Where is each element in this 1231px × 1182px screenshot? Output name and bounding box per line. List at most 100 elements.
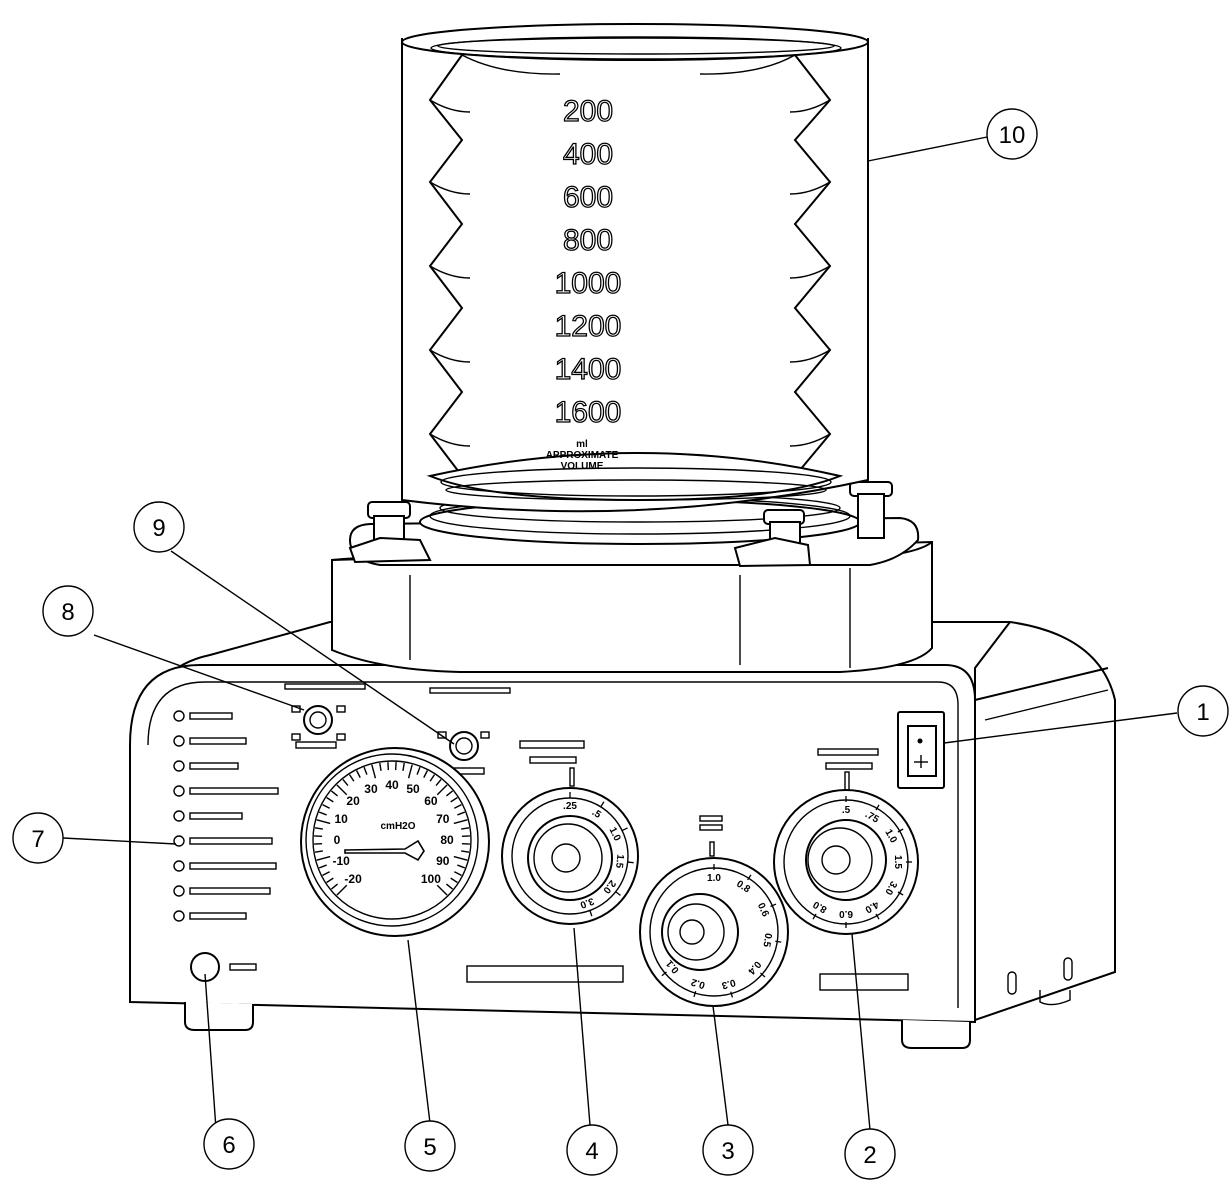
gauge-tick — [314, 827, 323, 830]
svg-text:10: 10 — [999, 122, 1026, 149]
volume-caption: VOLUME — [561, 461, 604, 472]
gauge-tick — [457, 811, 466, 816]
indicator-label-plate — [189, 737, 247, 745]
gauge-tick — [436, 784, 448, 796]
callout-9: 9 — [133, 501, 185, 553]
volume-caption: APPROXIMATE — [546, 450, 619, 461]
gauge-tick — [416, 766, 421, 775]
knob-2[interactable]: .5.751.01.53.04.06.08.0 — [773, 748, 919, 935]
power-inlet — [190, 952, 257, 982]
gauge-tick — [314, 850, 323, 853]
gauge-scale-label: 30 — [364, 782, 378, 796]
knob-scale-label: 3.0 — [578, 895, 595, 910]
bellows-housing — [401, 23, 869, 513]
gauge-tick — [454, 803, 462, 809]
gauge-scale-label: 100 — [421, 872, 441, 886]
indicator-label-plate — [189, 837, 273, 845]
knob-scale-tick — [621, 827, 628, 832]
bellows-base — [331, 493, 933, 673]
callout-2: 2 — [844, 1128, 896, 1180]
volume-mark: 800 — [563, 224, 613, 257]
callout-3: 3 — [702, 1124, 754, 1176]
knob-scale-tick — [775, 940, 782, 943]
rear-screw-a — [1007, 971, 1017, 995]
power-switch[interactable] — [897, 711, 945, 789]
gauge-scale-label: 50 — [406, 782, 420, 796]
volume-mark: 1000 — [555, 267, 622, 300]
indicator-led — [173, 735, 185, 747]
gauge-tick — [371, 764, 377, 779]
gauge-tick — [461, 827, 470, 830]
gauge-tick — [330, 790, 339, 797]
svg-text:7: 7 — [31, 826, 44, 853]
foot-left — [184, 1002, 254, 1031]
knob-scale-tick — [875, 913, 880, 920]
gauge-tick — [450, 877, 458, 884]
volume-mark: 200 — [563, 95, 613, 128]
indicator-label-plate — [189, 787, 279, 795]
knob-scale-tick — [693, 991, 697, 998]
gauge-tick — [326, 796, 334, 803]
gauge-tick — [336, 784, 348, 796]
knob-scale-label: 1.0 — [707, 873, 721, 884]
small-knob-9[interactable] — [429, 687, 511, 775]
knob-scale-tick — [730, 991, 734, 998]
gauge-tick — [457, 864, 466, 869]
knob-scale-label: 0.6 — [755, 901, 771, 919]
callout-7: 7 — [12, 812, 64, 864]
gauge-scale-label: -20 — [344, 872, 362, 886]
gauge-unit: cmH2O — [380, 821, 415, 832]
callout-4: 4 — [566, 1124, 618, 1176]
indicator-label-plate — [189, 912, 247, 920]
gauge-tick — [322, 803, 330, 809]
callout-5: 5 — [404, 1120, 456, 1172]
indicator-label-plate — [189, 762, 239, 770]
knob-scale-label: 0.5 — [760, 932, 773, 948]
gauge-scale-label: 0 — [334, 833, 341, 847]
label-plate-right — [819, 973, 909, 991]
label-plate-center — [466, 965, 624, 983]
gauge-tick — [318, 864, 327, 869]
gauge-tick — [423, 770, 429, 778]
rear-screw-b — [1063, 957, 1073, 981]
svg-text:2: 2 — [863, 1142, 876, 1169]
indicator-led — [173, 760, 185, 772]
knob-scale-tick — [615, 891, 621, 896]
small-knob-8[interactable] — [284, 683, 366, 749]
gauge-scale-label: 80 — [440, 833, 454, 847]
gauge-tick — [435, 778, 442, 787]
callouts: 1 2 3 4 5 6 7 8 9 10 — [12, 108, 1229, 1180]
gauge-tick — [453, 855, 468, 861]
leader-lines — [62, 133, 1178, 1144]
knob-scale-label: .25 — [563, 801, 577, 812]
gauge-scale-label: -10 — [333, 854, 351, 868]
gauge-tick — [326, 877, 334, 884]
svg-text:6: 6 — [222, 1132, 235, 1159]
volume-scale: 200 400 600 800 1000 1200 1400 1600 ml A… — [546, 94, 622, 472]
gauge-tick — [355, 770, 361, 778]
knob-scale-tick — [770, 903, 777, 908]
knob-scale-label: 6.0 — [839, 908, 853, 919]
knob-4[interactable]: .25.51.01.52.03.0 — [501, 740, 639, 925]
callout-8: 8 — [42, 585, 94, 637]
svg-text:8: 8 — [61, 599, 74, 626]
svg-text:9: 9 — [152, 515, 165, 542]
gauge-tick — [342, 778, 349, 787]
knob-3[interactable]: 1.00.80.60.50.40.30.20.1 — [639, 815, 789, 1007]
knob-scale-tick — [897, 891, 904, 896]
volume-mark: 1600 — [555, 396, 622, 429]
knob-scale-label: 0.3 — [720, 976, 737, 990]
gauge-scale-label: 40 — [385, 778, 399, 792]
gauge-tick — [445, 883, 454, 890]
knob-scale-label: .5 — [842, 805, 851, 816]
gauge-scale-label: 10 — [335, 812, 349, 826]
knob-scale-tick — [600, 801, 605, 808]
svg-text:4: 4 — [585, 1138, 598, 1165]
gauge-scale-label: 60 — [424, 794, 438, 808]
indicator-label-plate — [189, 812, 243, 820]
gauge-tick — [348, 774, 355, 782]
clamp-knob-right — [733, 509, 812, 568]
indicator-led — [173, 910, 185, 922]
callout-1: 1 — [1177, 685, 1229, 737]
